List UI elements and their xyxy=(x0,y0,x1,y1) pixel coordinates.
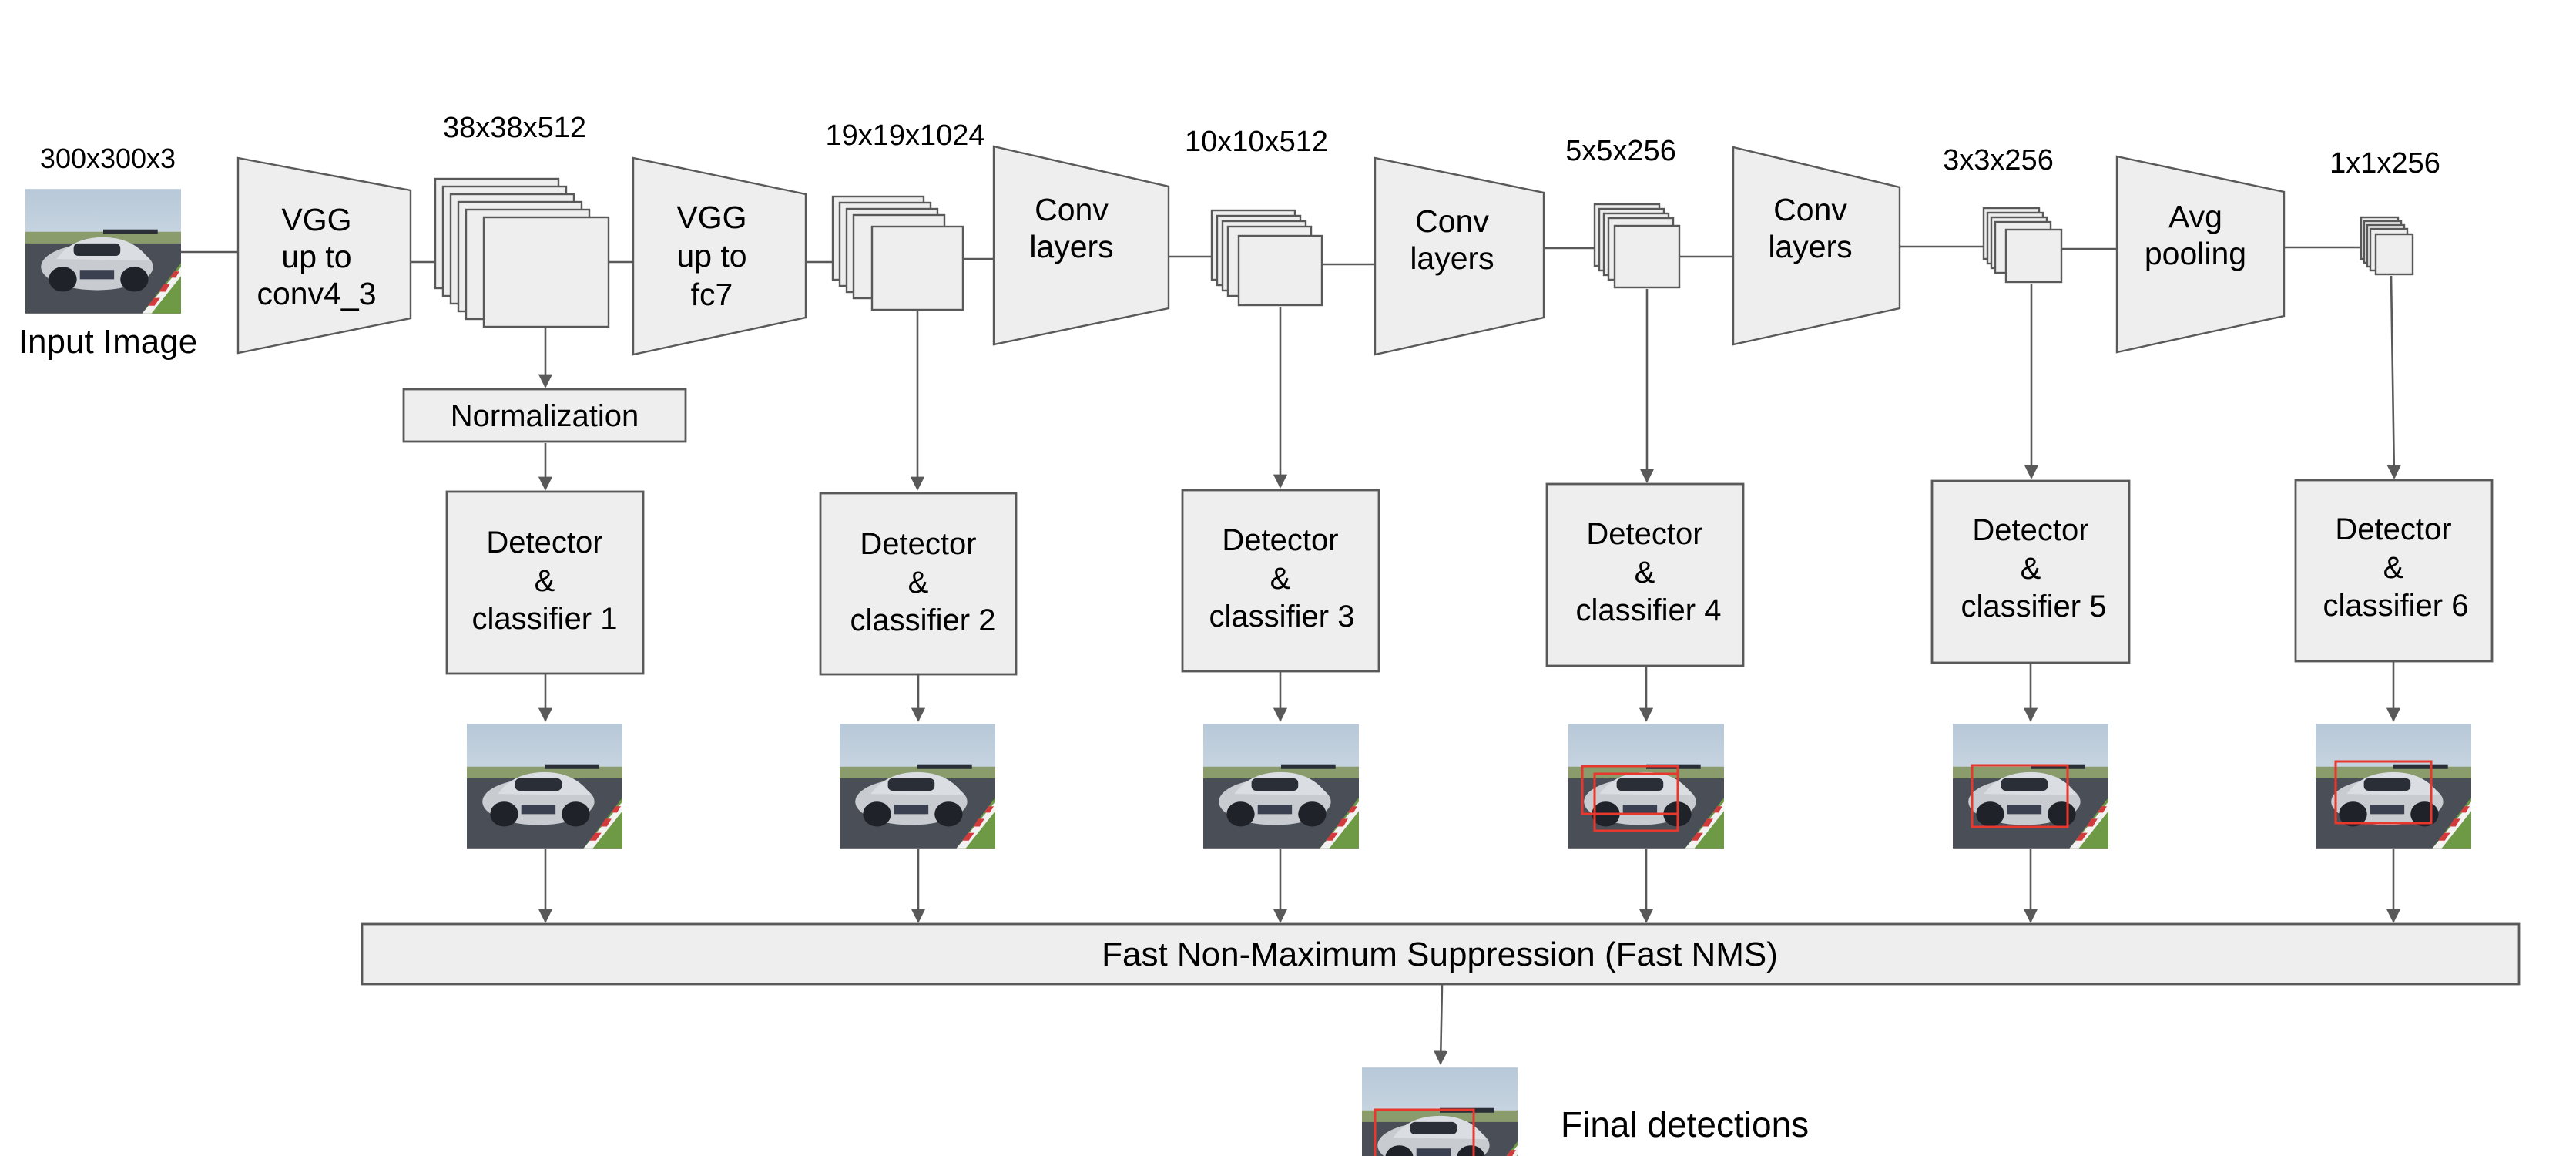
feature-map-4-label: 5x5x256 xyxy=(1565,135,1676,167)
input-size-label: 300x300x3 xyxy=(40,143,176,174)
output-image-5 xyxy=(1953,724,2108,849)
svg-text:Detector: Detector xyxy=(860,527,976,561)
svg-text:Detector: Detector xyxy=(1222,523,1338,557)
svg-text:classifier 2: classifier 2 xyxy=(850,603,996,637)
backbone-stage-1: VGG up to conv4_3 xyxy=(236,156,412,355)
svg-text:fc7: fc7 xyxy=(691,277,733,312)
backbone-stage-4: Conv layers xyxy=(1374,156,1545,356)
svg-text:Detector: Detector xyxy=(1586,517,1702,551)
input-image-caption: Input Image xyxy=(18,323,197,361)
feature-map-2-label: 19x19x1024 xyxy=(825,119,984,152)
output-image-3 xyxy=(1203,724,1359,849)
input-image xyxy=(25,189,181,314)
svg-text:&: & xyxy=(1270,562,1291,596)
svg-text:classifier 5: classifier 5 xyxy=(1961,590,2107,623)
feature-map-4: 5x5x256 xyxy=(1565,135,1681,289)
normalization-label: Normalization xyxy=(451,399,639,433)
final-detections-image xyxy=(1362,1067,1518,1156)
detector-2: Detector & classifier 2 xyxy=(819,492,1018,676)
svg-text:&: & xyxy=(2021,552,2041,586)
detector-3: Detector & classifier 3 xyxy=(1181,489,1380,673)
backbone-stage-6: Avg pooling xyxy=(2115,155,2286,354)
detection-box xyxy=(1971,764,2069,828)
feature-map-3: 10x10x512 xyxy=(1185,126,1328,307)
feature-map-1: 38x38x512 xyxy=(434,112,610,328)
detector-1: Detector & classifier 1 xyxy=(445,490,645,675)
backbone-connectors xyxy=(181,245,2361,266)
svg-text:up to: up to xyxy=(676,238,746,274)
svg-text:&: & xyxy=(1635,556,1655,590)
feature-to-detector-arrows xyxy=(538,275,2401,491)
output-image-1 xyxy=(467,724,622,849)
fast-nms-label: Fast Non-Maximum Suppression (Fast NMS) xyxy=(1102,936,1778,973)
nms-to-final-arrow xyxy=(1434,984,1448,1065)
backbone-stage-3: Conv layers xyxy=(992,145,1170,346)
svg-text:classifier 6: classifier 6 xyxy=(2323,589,2469,623)
svg-text:classifier 4: classifier 4 xyxy=(1576,593,1722,627)
output-image-4 xyxy=(1568,724,1724,849)
svg-text:Detector: Detector xyxy=(486,526,602,560)
svg-text:Detector: Detector xyxy=(2335,512,2451,546)
detector-5: Detector & classifier 5 xyxy=(1930,479,2131,664)
svg-text:VGG: VGG xyxy=(676,200,746,235)
svg-text:layers: layers xyxy=(1768,229,1852,264)
feature-map-5: 3x3x256 xyxy=(1943,144,2063,284)
normalization-box: Normalization xyxy=(402,388,687,443)
svg-text:VGG: VGG xyxy=(281,202,351,237)
output-image-2 xyxy=(840,724,995,849)
feature-map-5-label: 3x3x256 xyxy=(1943,144,2054,176)
svg-text:layers: layers xyxy=(1029,229,1113,264)
detector-to-output-arrows xyxy=(538,662,2401,722)
feature-map-6-label: 1x1x256 xyxy=(2329,147,2440,180)
feature-map-3-label: 10x10x512 xyxy=(1185,126,1328,158)
svg-text:pooling: pooling xyxy=(2145,236,2246,271)
svg-text:&: & xyxy=(908,566,929,600)
backbone-stage-2: VGG up to fc7 xyxy=(632,156,807,356)
detector-6: Detector & classifier 6 xyxy=(2294,479,2494,663)
detector-4: Detector & classifier 4 xyxy=(1545,482,1745,667)
svg-text:Detector: Detector xyxy=(1972,513,2088,547)
svg-text:Conv: Conv xyxy=(1415,203,1489,239)
final-detections-label: Final detections xyxy=(1561,1104,1809,1144)
detection-box xyxy=(1593,772,1679,832)
svg-text:Conv: Conv xyxy=(1773,192,1847,227)
svg-text:classifier 3: classifier 3 xyxy=(1209,600,1355,633)
backbone-stage-5: Conv layers xyxy=(1732,146,1901,346)
output-to-nms-arrows xyxy=(538,849,2401,923)
svg-text:Avg: Avg xyxy=(2168,199,2222,234)
output-image-6 xyxy=(2316,724,2471,849)
feature-map-1-label: 38x38x512 xyxy=(443,112,586,144)
svg-text:&: & xyxy=(2383,551,2404,585)
detection-box xyxy=(2334,760,2433,825)
svg-text:conv4_3: conv4_3 xyxy=(257,276,376,311)
fast-nms-box: Fast Non-Maximum Suppression (Fast NMS) xyxy=(361,922,2521,986)
svg-text:layers: layers xyxy=(1410,240,1494,276)
feature-map-2: 19x19x1024 xyxy=(825,119,985,311)
svg-text:classifier 1: classifier 1 xyxy=(472,602,618,636)
svg-text:&: & xyxy=(535,564,555,598)
svg-text:up to: up to xyxy=(281,239,351,274)
svg-text:Conv: Conv xyxy=(1035,192,1109,227)
feature-map-6: 1x1x256 xyxy=(2329,147,2440,276)
detection-box xyxy=(1374,1108,1475,1156)
